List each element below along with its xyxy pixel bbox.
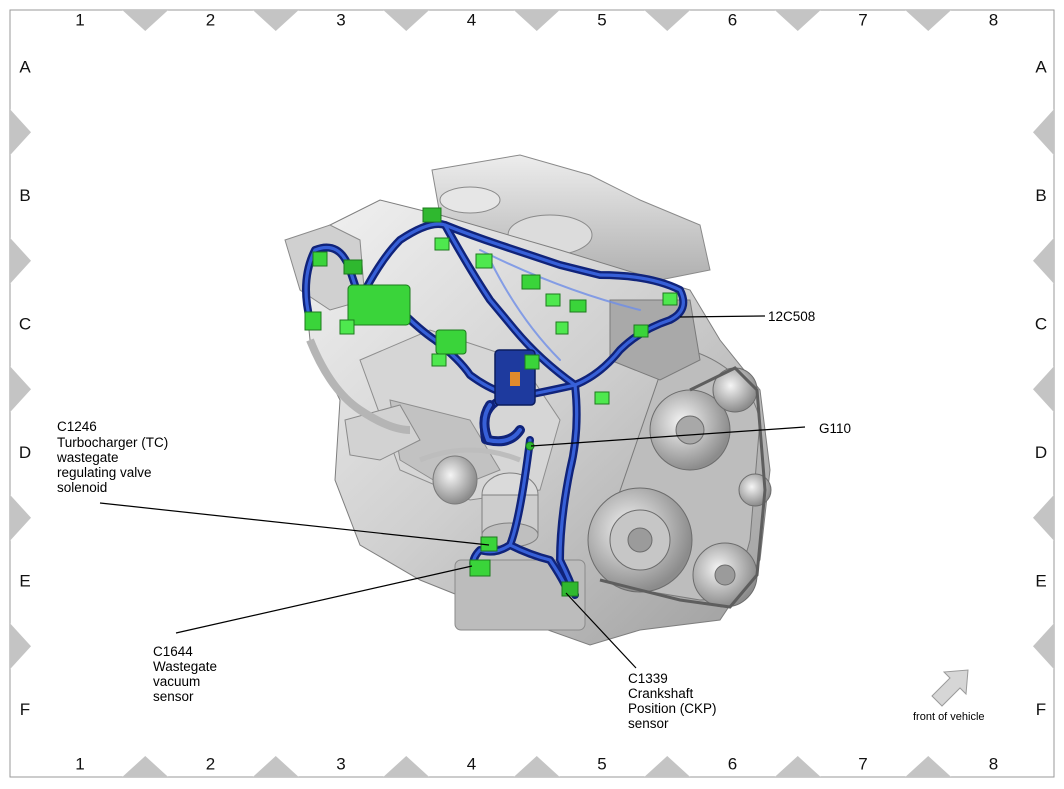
grid-column-label: 2 <box>206 754 215 773</box>
grid-column-label: 8 <box>989 754 998 773</box>
grid-column-label: 7 <box>858 754 867 773</box>
grid-column-label: 2 <box>206 10 215 29</box>
grid-rows-left: A B C D E F <box>19 57 31 719</box>
grid-marker-triangle <box>122 756 169 777</box>
grid-columns-top: 1 2 3 4 5 6 7 8 <box>75 10 998 29</box>
grid-row-label: D <box>1035 443 1047 462</box>
grid-marker-triangle <box>252 756 299 777</box>
grid-marker-triangle <box>1033 237 1054 284</box>
engine-illustration <box>284 154 772 646</box>
grid-column-label: 3 <box>336 754 345 773</box>
grid-marker-triangle <box>383 756 430 777</box>
grid-marker-triangle <box>513 756 560 777</box>
front-of-vehicle-label: front of vehicle <box>913 711 985 723</box>
grid-marker-triangle <box>122 10 169 31</box>
grid-column-label: 8 <box>989 10 998 29</box>
leader-c1339 <box>565 592 637 669</box>
grid-rows-right: A B C D E F <box>1035 57 1047 719</box>
callout-g110: G110 <box>819 421 851 436</box>
grid-marker-triangle <box>513 10 560 31</box>
callout-c1339: C1339 Crankshaft Position (CKP) sensor <box>628 671 720 731</box>
grid-row-label: A <box>1035 57 1047 76</box>
grid-row-label: B <box>19 186 30 205</box>
grid-row-label: F <box>20 700 30 719</box>
grid-marker-triangle <box>1033 109 1054 156</box>
wiring-harness <box>302 220 688 599</box>
callout-12c508: 12C508 <box>768 309 815 324</box>
grid-marker-triangle <box>774 10 821 31</box>
callout-c1644: C1644 Wastegate vacuum sensor <box>153 644 221 704</box>
callout-c1246: C1246 Turbocharger (TC) wastegate regula… <box>56 419 172 495</box>
grid-row-label: A <box>19 57 31 76</box>
grid-column-label: 4 <box>467 754 476 773</box>
grid-marker-triangle <box>252 10 299 31</box>
grid-column-label: 5 <box>597 754 606 773</box>
grid-marker-triangle <box>10 623 31 670</box>
grid-column-label: 5 <box>597 10 606 29</box>
grid-column-label: 3 <box>336 10 345 29</box>
grid-row-label: D <box>19 443 31 462</box>
leader-12c508 <box>679 315 766 318</box>
grid-marker-triangle <box>905 10 952 31</box>
grid-column-label: 7 <box>858 10 867 29</box>
grid-marker-triangle <box>774 756 821 777</box>
grid-column-label: 4 <box>467 10 476 29</box>
grid-column-label: 6 <box>728 10 737 29</box>
grid-marker-triangle <box>10 366 31 413</box>
grid-marker-triangle <box>644 756 691 777</box>
front-of-vehicle-indicator: front of vehicle <box>913 669 985 723</box>
grid-marker-triangle <box>383 10 430 31</box>
grid-marker-triangle <box>1033 623 1054 670</box>
grid-row-label: F <box>1036 700 1046 719</box>
leader-c1644 <box>175 565 473 634</box>
grid-marker-triangle <box>905 756 952 777</box>
grid-column-label: 1 <box>75 10 84 29</box>
grid-marker-triangle <box>1033 366 1054 413</box>
grid-marker-triangle <box>1033 494 1054 541</box>
arrow-icon <box>931 669 969 707</box>
grid-columns-bottom: 1 2 3 4 5 6 7 8 <box>75 754 998 773</box>
leader-lines <box>99 315 806 669</box>
grid-marker-triangle <box>644 10 691 31</box>
grid-row-label: E <box>19 571 30 590</box>
grid-markers <box>10 10 1054 777</box>
grid-row-label: B <box>1035 186 1046 205</box>
grid-row-label: E <box>1035 571 1046 590</box>
grid-marker-triangle <box>10 109 31 156</box>
connectors <box>304 207 678 597</box>
grid-column-label: 6 <box>728 754 737 773</box>
leader-c1246 <box>99 502 490 546</box>
grid-marker-triangle <box>10 494 31 541</box>
grid-row-label: C <box>19 314 31 333</box>
grid-row-label: C <box>1035 314 1047 333</box>
grid-column-label: 1 <box>75 754 84 773</box>
leader-g110 <box>530 426 806 447</box>
grid-marker-triangle <box>10 237 31 284</box>
